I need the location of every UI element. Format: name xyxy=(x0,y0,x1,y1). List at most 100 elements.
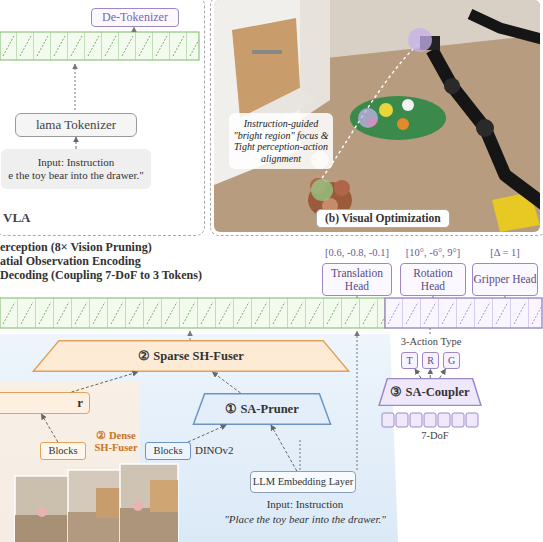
robot-photo-part xyxy=(322,42,420,178)
dof-tokens-part xyxy=(438,413,450,427)
token-strip-main-part xyxy=(0,298,385,328)
input-frames-part xyxy=(37,507,47,517)
input-label: Input: Instruction xyxy=(250,498,360,510)
dof-tokens-part xyxy=(410,413,422,427)
flow-arrows-part xyxy=(433,296,434,298)
robot-photo-part xyxy=(476,119,494,137)
input-frames-part xyxy=(68,470,128,542)
action-token: G xyxy=(443,352,460,369)
dof-tokens xyxy=(382,413,478,427)
node-text: Translation Head xyxy=(323,267,391,292)
node-text: (b) Visual Optimization xyxy=(316,209,450,228)
robot-photo-part xyxy=(214,0,540,232)
pruner-trapezoid: ① SA-Pruner xyxy=(192,393,332,425)
photo-panel: (b) Visual Optimization Instruction-guide… xyxy=(210,0,543,236)
robot-photo-part xyxy=(379,103,393,117)
blocks-box: Blocks xyxy=(40,442,86,460)
robot-photo-part xyxy=(252,50,282,54)
robot-photo-part xyxy=(408,28,432,52)
stage-note: Decoding (Coupling 7-DoF to 3 Tokens) xyxy=(0,268,202,283)
value-label: [Δ = 1] xyxy=(470,247,540,258)
value-label: [10°, -6°, 9°] xyxy=(398,247,468,258)
node-text: ② Sparse SH-Fuser xyxy=(138,349,244,363)
input-frames xyxy=(15,464,178,542)
robot-photo-part xyxy=(350,96,446,140)
input-panel: Input: Instructione the toy bear into th… xyxy=(1,149,151,189)
tokenizer-box: lama Tokenizer xyxy=(15,113,137,137)
fuser-trapezoid: ② Sparse SH-Fuser xyxy=(30,340,352,372)
token-strip-top xyxy=(0,32,199,60)
robot-photo-part xyxy=(402,99,414,111)
flow-arrows-part xyxy=(357,296,358,298)
flow-arrows-part xyxy=(430,328,431,334)
input-frames-part xyxy=(150,480,178,512)
node-text: ① SA-Pruner xyxy=(225,402,298,416)
fuser-label: ② Dense SH-Fuser xyxy=(88,430,144,453)
detokenizer-box: De-Tokenizer xyxy=(91,8,179,27)
stage-note: erception (8× Vision Pruning) xyxy=(0,240,152,255)
dof-tokens-part xyxy=(424,413,436,427)
trapezoid-shape xyxy=(33,341,349,372)
connector-arrow xyxy=(212,372,240,393)
connector-arrow xyxy=(430,369,431,378)
robot-photo-part xyxy=(334,180,350,196)
bottom-backdrop xyxy=(0,334,398,542)
backbone-label: DINOv2 xyxy=(195,444,234,456)
value-label: [0.6, -0.8, -0.1] xyxy=(314,247,400,258)
bottom-backdrop-part xyxy=(0,334,398,542)
node-text: Instruction-guided "bright region" focus… xyxy=(233,118,329,164)
input-frames-part xyxy=(133,501,143,511)
vla-panel: VLA De-Tokenizer lama TokenizerInput: Inst… xyxy=(0,0,205,236)
connector-arrow xyxy=(76,137,77,149)
node-text: R xyxy=(427,355,434,367)
flow-arrows-part xyxy=(134,27,135,31)
node-text: Blocks xyxy=(48,445,77,457)
node-text: LLM Embedding Layer xyxy=(253,476,353,488)
node-text: T xyxy=(406,355,412,367)
flow-arrows-part xyxy=(190,331,191,340)
head-box: Gripper Head xyxy=(472,263,538,296)
flow-arrows-part xyxy=(505,296,506,298)
node-text: G xyxy=(448,355,455,367)
instruction-text: "Place the toy bear into the drawer." xyxy=(205,513,405,525)
connector-arrow xyxy=(72,372,138,392)
node-text: Gripper Head xyxy=(474,273,537,286)
callout-box: Instruction-guided "bright region" focus… xyxy=(229,113,333,169)
stage-note: atial Observation Encoding xyxy=(0,254,141,269)
node-text: lama Tokenizer xyxy=(36,118,116,133)
robot-photo-part xyxy=(397,118,409,130)
head-box: Translation Head xyxy=(322,263,392,296)
flow-arrows-part xyxy=(75,64,76,110)
action-token: T xyxy=(401,352,418,369)
dof-tokens-part xyxy=(396,413,408,427)
flow-arrows-part xyxy=(300,440,301,470)
coupler-trapezoid: ③ SA-Coupler xyxy=(378,378,482,406)
dof-tokens-part xyxy=(452,413,464,427)
robot-photo-part xyxy=(444,78,460,94)
node-text: Rotation Head xyxy=(401,267,465,292)
dof-tokens-part xyxy=(382,413,394,427)
dof-tokens-part xyxy=(466,413,478,427)
node-text: ③ SA-Coupler xyxy=(390,385,469,399)
head-box: Rotation Head xyxy=(400,263,466,296)
connector-arrow xyxy=(440,369,446,378)
input-frames-part xyxy=(120,464,178,542)
robot-photo-part xyxy=(432,50,540,205)
robot-photo xyxy=(214,0,540,232)
token-strip-top-part xyxy=(0,32,199,60)
token-strip-main-part xyxy=(385,298,542,328)
node-text: VLA xyxy=(3,211,30,226)
dof-label: 7-DoF xyxy=(395,430,475,441)
connector-arrow xyxy=(41,414,57,442)
embedding-box: LLM Embedding Layer xyxy=(250,471,356,493)
robot-photo-part xyxy=(358,108,378,128)
connector-arrow xyxy=(415,369,421,378)
node-text: Input: Instruction xyxy=(38,156,115,169)
action-token: R xyxy=(422,352,439,369)
flow-arrows-part xyxy=(357,331,358,470)
node-text: r xyxy=(77,396,83,411)
connector-arrow xyxy=(271,425,297,471)
connector-arrow xyxy=(188,425,226,442)
node-text: Blocks xyxy=(153,445,182,457)
robot-photo-part xyxy=(311,179,333,201)
